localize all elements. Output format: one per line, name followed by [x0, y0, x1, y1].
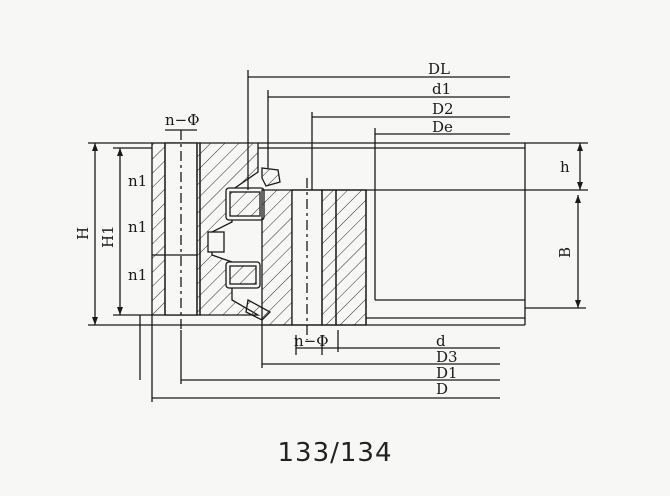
label-n1-b: n1	[128, 218, 147, 236]
label-H1: H1	[99, 225, 117, 248]
label-D1: D1	[436, 364, 458, 382]
right-dimensions	[525, 142, 588, 309]
roller-upper	[225, 187, 265, 221]
drawing-caption: 133/134	[277, 438, 393, 468]
label-H: H	[74, 227, 92, 240]
arrowheads	[92, 143, 583, 325]
label-B: B	[556, 247, 574, 258]
label-De: De	[432, 118, 453, 136]
dimension-labels: DL d1 D2 De n−Φ n−Φ d D3 D1 D n1 n1 n1 h…	[74, 60, 574, 398]
roller-lower	[225, 261, 261, 289]
label-nphi-bottom: n−Φ	[294, 332, 329, 350]
label-n1-c: n1	[128, 266, 147, 284]
height-dimensions	[88, 142, 262, 326]
label-nphi-top: n−Φ	[165, 111, 200, 129]
outer-ring	[151, 130, 261, 330]
label-D3: D3	[436, 348, 458, 366]
label-D2: D2	[432, 100, 454, 118]
roller-middle	[207, 231, 225, 253]
bottom-dimensions	[139, 315, 500, 402]
label-DL: DL	[428, 60, 450, 78]
label-d1: d1	[432, 80, 451, 98]
label-h: h	[560, 158, 570, 176]
gear-section	[258, 142, 526, 326]
seal-top	[261, 167, 281, 187]
label-n1-a: n1	[128, 172, 147, 190]
label-D: D	[436, 380, 448, 398]
label-d: d	[436, 332, 446, 350]
top-dimensions	[165, 70, 510, 195]
inner-ring	[261, 178, 367, 340]
